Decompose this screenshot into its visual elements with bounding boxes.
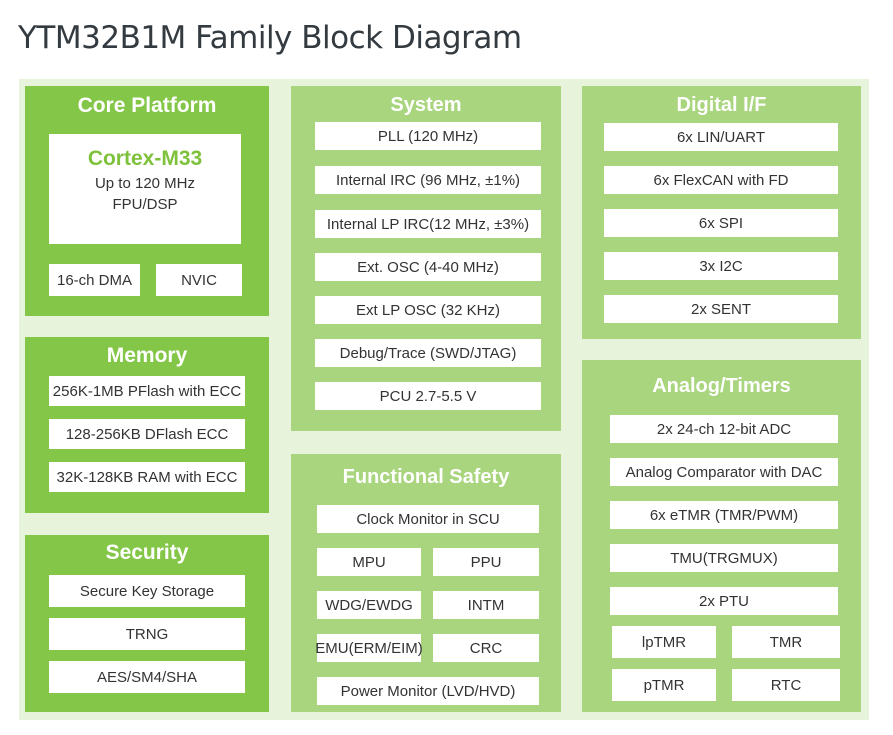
ptu-block: 2x PTU: [610, 587, 838, 615]
security-panel: Security Secure Key Storage TRNG AES/SM4…: [25, 535, 269, 712]
memory-item: 32K-128KB RAM with ECC: [49, 462, 245, 492]
tmr-block: TMR: [732, 626, 840, 658]
digital-if-panel: Digital I/F 6x LIN/UART 6x FlexCAN with …: [582, 86, 861, 339]
digital-if-item: 3x I2C: [604, 252, 838, 280]
system-item: Ext LP OSC (32 KHz): [315, 296, 541, 324]
memory-item: 128-256KB DFlash ECC: [49, 419, 245, 449]
memory-title: Memory: [106, 344, 188, 367]
crc-block: CRC: [433, 634, 539, 662]
system-item: Internal IRC (96 MHz, ±1%): [315, 166, 541, 194]
cpu-features: FPU/DSP: [112, 196, 178, 213]
digital-if-title: Digital I/F: [676, 94, 767, 116]
security-title: Security: [105, 541, 189, 564]
cortex-m33-block: Cortex-M33 Up to 120 MHz FPU/DSP: [49, 134, 241, 244]
functional-safety-title: Functional Safety: [342, 466, 510, 488]
wdg-block: WDG/EWDG: [317, 591, 421, 619]
system-item: Ext. OSC (4-40 MHz): [315, 253, 541, 281]
analog-timers-title: Analog/Timers: [652, 375, 791, 397]
comparator-block: Analog Comparator with DAC: [610, 458, 838, 486]
digital-if-item: 2x SENT: [604, 295, 838, 323]
rtc-block: RTC: [732, 669, 840, 701]
page-title: YTM32B1M Family Block Diagram: [18, 20, 522, 56]
core-platform-panel: Core Platform Cortex-M33 Up to 120 MHz F…: [25, 86, 269, 316]
cpu-name: Cortex-M33: [87, 147, 203, 170]
clock-monitor-block: Clock Monitor in SCU: [317, 505, 539, 533]
digital-if-item: 6x SPI: [604, 209, 838, 237]
digital-if-item: 6x FlexCAN with FD: [604, 166, 838, 194]
security-item: TRNG: [49, 618, 245, 650]
lptmr-block: lpTMR: [612, 626, 716, 658]
system-item: Debug/Trace (SWD/JTAG): [315, 339, 541, 367]
power-monitor-block: Power Monitor (LVD/HVD): [317, 677, 539, 705]
emu-block: EMU(ERM/EIM): [315, 634, 423, 662]
intm-block: INTM: [433, 591, 539, 619]
memory-panel: Memory 256K-1MB PFlash with ECC 128-256K…: [25, 337, 269, 513]
block-diagram: Core Platform Cortex-M33 Up to 120 MHz F…: [19, 79, 869, 720]
system-item: PCU 2.7-5.5 V: [315, 382, 541, 410]
functional-safety-panel: Functional Safety Clock Monitor in SCU M…: [291, 454, 561, 712]
adc-block: 2x 24-ch 12-bit ADC: [610, 415, 838, 443]
security-item: Secure Key Storage: [49, 575, 245, 607]
mpu-block: MPU: [317, 548, 421, 576]
digital-if-item: 6x LIN/UART: [604, 123, 838, 151]
analog-timers-panel: Analog/Timers 2x 24-ch 12-bit ADC Analog…: [582, 360, 861, 712]
core-platform-title: Core Platform: [77, 94, 217, 117]
security-item: AES/SM4/SHA: [49, 661, 245, 693]
nvic-block: NVIC: [156, 264, 242, 296]
etmr-block: 6x eTMR (TMR/PWM): [610, 501, 838, 529]
tmu-block: TMU(TRGMUX): [610, 544, 838, 572]
system-item: Internal LP IRC(12 MHz, ±3%): [315, 210, 541, 238]
dma-block: 16-ch DMA: [49, 264, 140, 296]
system-item: PLL (120 MHz): [315, 122, 541, 150]
memory-item: 256K-1MB PFlash with ECC: [49, 376, 245, 406]
system-panel: System PLL (120 MHz) Internal IRC (96 MH…: [291, 86, 561, 431]
ppu-block: PPU: [433, 548, 539, 576]
ptmr-block: pTMR: [612, 669, 716, 701]
system-title: System: [390, 94, 462, 116]
cpu-speed: Up to 120 MHz: [94, 175, 196, 192]
